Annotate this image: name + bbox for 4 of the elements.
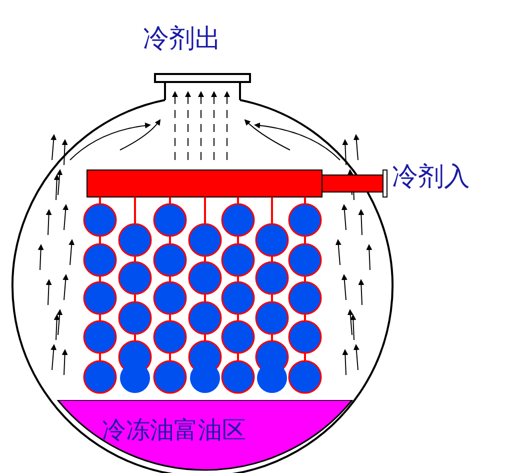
inlet-label: 冷剂入 xyxy=(392,164,470,190)
outlet-label: 冷剂出 xyxy=(143,26,221,52)
oil-zone-band xyxy=(57,400,353,471)
zone-label: 冷冻油富油区 xyxy=(102,415,246,446)
